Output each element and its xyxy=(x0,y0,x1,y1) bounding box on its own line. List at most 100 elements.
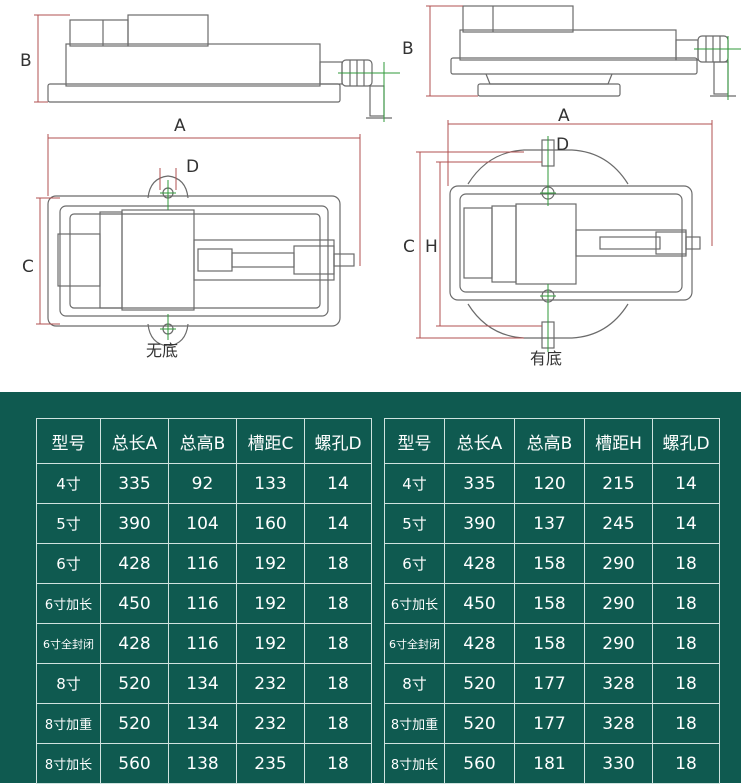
column-header: 总长A xyxy=(100,418,169,464)
value-cell: 18 xyxy=(652,583,720,624)
value-cell: 134 xyxy=(168,663,237,704)
column-header: 总高B xyxy=(168,418,237,464)
model-cell: 8寸加长 xyxy=(36,743,101,784)
value-cell: 520 xyxy=(444,703,515,744)
value-cell: 92 xyxy=(168,463,237,504)
value-cell: 134 xyxy=(168,703,237,744)
model-cell: 5寸 xyxy=(36,503,101,544)
model-cell: 5寸 xyxy=(384,503,445,544)
value-cell: 428 xyxy=(444,623,515,664)
value-cell: 520 xyxy=(100,663,169,704)
value-cell: 133 xyxy=(236,463,305,504)
value-cell: 450 xyxy=(444,583,515,624)
plan-view-with-base xyxy=(449,139,701,349)
value-cell: 330 xyxy=(584,743,653,784)
value-cell: 120 xyxy=(514,463,585,504)
value-cell: 290 xyxy=(584,623,653,664)
value-cell: 116 xyxy=(168,583,237,624)
label-h-right: H xyxy=(425,237,438,257)
centerlines xyxy=(160,36,741,352)
value-cell: 18 xyxy=(652,743,720,784)
value-cell: 232 xyxy=(236,663,305,704)
column-header: 总长A xyxy=(444,418,515,464)
side-view-with-base xyxy=(450,5,736,97)
label-c-left: C xyxy=(22,257,34,277)
value-cell: 235 xyxy=(236,743,305,784)
value-cell: 14 xyxy=(652,463,720,504)
value-cell: 18 xyxy=(652,663,720,704)
value-cell: 158 xyxy=(514,583,585,624)
value-cell: 18 xyxy=(304,583,372,624)
value-cell: 520 xyxy=(100,703,169,744)
column-header: 型号 xyxy=(36,418,101,464)
column-header: 螺孔D xyxy=(652,418,720,464)
value-cell: 158 xyxy=(514,543,585,584)
value-cell: 18 xyxy=(304,543,372,584)
value-cell: 428 xyxy=(100,623,169,664)
label-d-right: D xyxy=(556,135,569,155)
value-cell: 18 xyxy=(304,623,372,664)
column-header: 螺孔D xyxy=(304,418,372,464)
value-cell: 192 xyxy=(236,583,305,624)
value-cell: 215 xyxy=(584,463,653,504)
value-cell: 18 xyxy=(304,743,372,784)
model-cell: 8寸 xyxy=(36,663,101,704)
caption-no-base: 无底 xyxy=(146,341,178,360)
vise-dimension-drawings: B A C D 无底 B A C H D 有底 xyxy=(20,5,741,368)
value-cell: 560 xyxy=(444,743,515,784)
value-cell: 14 xyxy=(652,503,720,544)
value-cell: 192 xyxy=(236,543,305,584)
value-cell: 232 xyxy=(236,703,305,744)
value-cell: 335 xyxy=(100,463,169,504)
dimension-lines xyxy=(34,5,713,339)
value-cell: 192 xyxy=(236,623,305,664)
model-cell: 6寸全封闭 xyxy=(384,623,445,664)
model-cell: 6寸全封闭 xyxy=(36,623,101,664)
value-cell: 520 xyxy=(444,663,515,704)
value-cell: 177 xyxy=(514,663,585,704)
label-b-right: B xyxy=(402,39,414,59)
side-view-no-base xyxy=(47,14,392,119)
value-cell: 160 xyxy=(236,503,305,544)
label-d-left: D xyxy=(186,157,199,177)
value-cell: 14 xyxy=(304,503,372,544)
caption-with-base: 有底 xyxy=(530,349,562,368)
model-cell: 4寸 xyxy=(36,463,101,504)
column-header: 槽距C xyxy=(236,418,305,464)
model-cell: 6寸 xyxy=(384,543,445,584)
model-cell: 6寸加长 xyxy=(384,583,445,624)
value-cell: 18 xyxy=(304,703,372,744)
column-header: 总高B xyxy=(514,418,585,464)
value-cell: 390 xyxy=(444,503,515,544)
value-cell: 18 xyxy=(652,543,720,584)
value-cell: 14 xyxy=(304,463,372,504)
value-cell: 181 xyxy=(514,743,585,784)
model-cell: 8寸加重 xyxy=(384,703,445,744)
value-cell: 137 xyxy=(514,503,585,544)
model-cell: 8寸加重 xyxy=(36,703,101,744)
value-cell: 450 xyxy=(100,583,169,624)
model-cell: 6寸加长 xyxy=(36,583,101,624)
label-b-left: B xyxy=(20,51,32,71)
model-cell: 8寸 xyxy=(384,663,445,704)
value-cell: 428 xyxy=(444,543,515,584)
value-cell: 390 xyxy=(100,503,169,544)
value-cell: 158 xyxy=(514,623,585,664)
